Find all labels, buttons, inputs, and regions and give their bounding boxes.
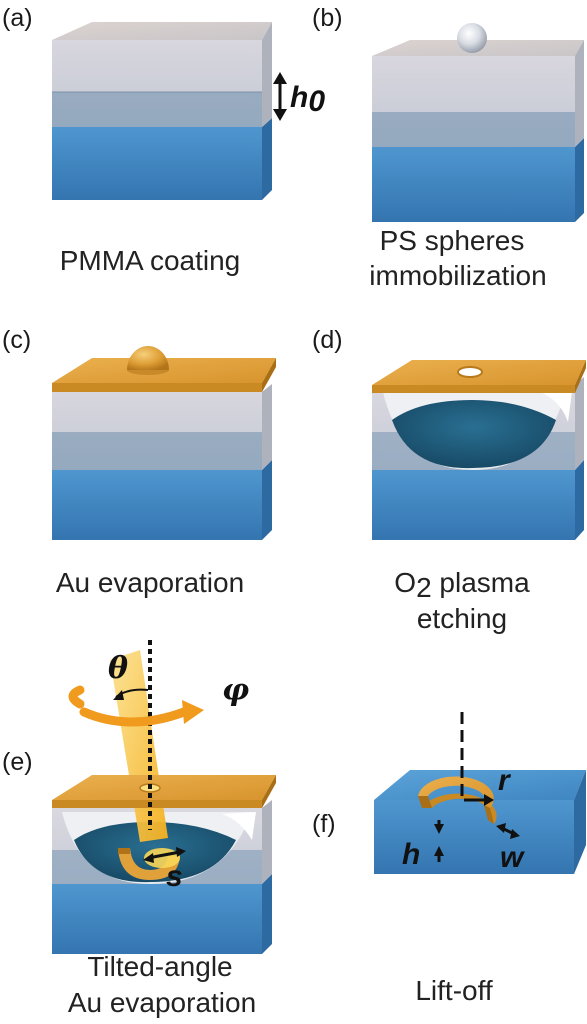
etched-cavity	[382, 388, 572, 470]
pmma-layer	[372, 40, 584, 147]
panel-label-f: (f)	[312, 810, 336, 838]
pmma-layer	[52, 22, 272, 127]
gap-s-arrow	[143, 847, 186, 863]
phi-label: φ	[222, 673, 249, 708]
h0-label: h0	[290, 81, 325, 118]
pmma-layer	[52, 384, 272, 470]
radius-r-arrow	[464, 794, 494, 806]
panel-label-e: (e)	[2, 748, 33, 776]
caption-b-line2: immobilization	[369, 260, 546, 291]
gold-film	[52, 775, 276, 808]
caption-a-line1: PMMA coating	[60, 245, 241, 276]
ps-sphere	[457, 23, 487, 53]
height-h-arrows	[434, 820, 444, 862]
panel-e: (e)	[2, 640, 276, 1018]
h-label: h	[402, 838, 420, 871]
caption-b-line1: PS spheres	[380, 225, 525, 256]
deposited-gold-crescent	[118, 848, 180, 880]
theta-label: θ	[108, 651, 128, 686]
panel-label-a: (a)	[2, 4, 33, 32]
caption-e-line1: Tilted-angle	[87, 951, 232, 982]
panel-label-c: (c)	[2, 326, 31, 354]
panel-f: (f) r w	[312, 712, 586, 1006]
substrate-block	[52, 118, 272, 200]
substrate-block	[372, 138, 584, 222]
gold-coated-sphere	[127, 346, 169, 375]
panel-d: (d) O2 plasma etching	[312, 326, 586, 634]
r-label: r	[498, 764, 512, 797]
panel-a: (a) h0 PMMA coating	[2, 4, 325, 276]
s-label: s	[166, 860, 183, 893]
theta-arc	[113, 688, 149, 700]
panel-label-d: (d)	[312, 326, 343, 354]
caption-c-line1: Au evaporation	[56, 567, 244, 598]
caption-d-line2: etching	[417, 603, 507, 634]
width-w-arrow	[496, 823, 520, 839]
substrate-block	[52, 874, 272, 954]
panel-label-b: (b)	[312, 4, 343, 32]
substrate-block	[372, 460, 584, 540]
gold-film	[372, 360, 586, 393]
caption-f-line1: Lift-off	[415, 975, 493, 1006]
panel-c: (c) Au evaporation	[2, 326, 276, 598]
thickness-arrow	[273, 72, 287, 121]
w-label: w	[500, 841, 525, 874]
nanohole	[457, 366, 483, 378]
panel-b: (b) PS spheres immobilization	[312, 4, 584, 291]
phi-rotation-arrow	[68, 685, 204, 727]
caption-d-line1: O2 plasma	[394, 567, 530, 603]
caption-e-line2: Au evaporation	[68, 987, 256, 1018]
substrate-block	[52, 460, 272, 540]
